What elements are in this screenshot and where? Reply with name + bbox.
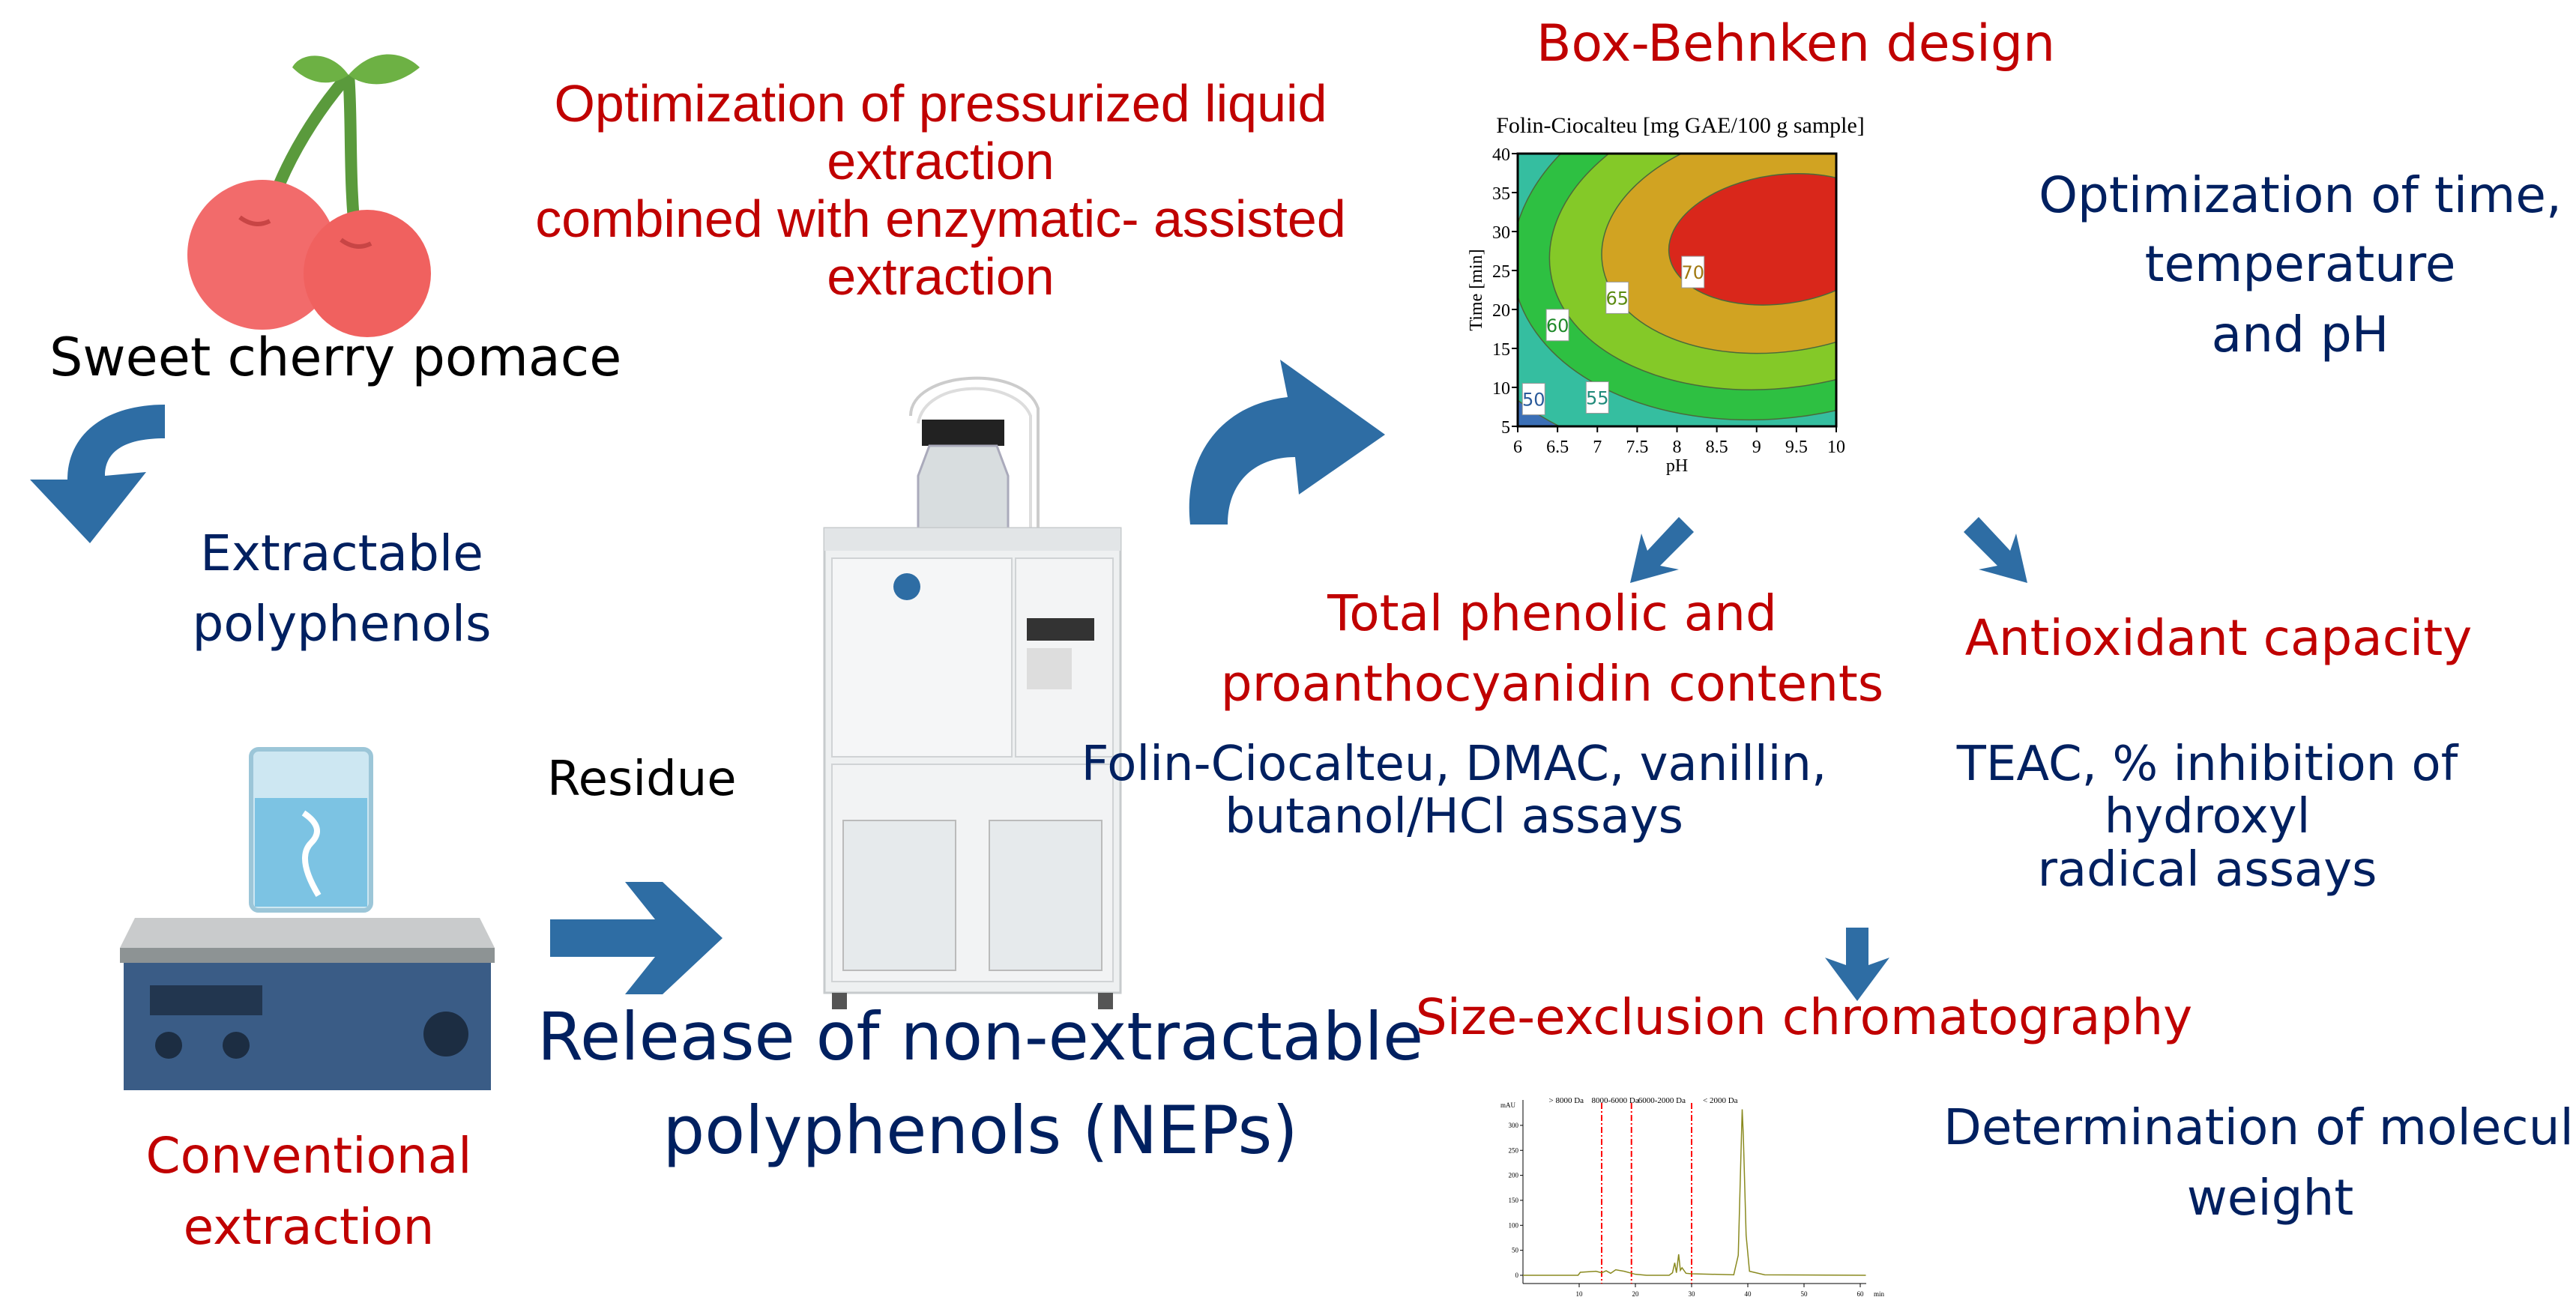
assays-antioxidant-label-1: TEAC, % inhibition of hydroxyl bbox=[1956, 737, 2458, 845]
contour-fill bbox=[1518, 154, 1836, 426]
opt-time-label-1: Optimization of time, bbox=[2039, 166, 2562, 224]
x-tick-label: 30 bbox=[1689, 1290, 1696, 1298]
contour-label: 50 bbox=[1522, 390, 1545, 411]
contour-label: 60 bbox=[1546, 315, 1569, 336]
contour-label-box bbox=[1605, 281, 1629, 314]
opt-time-label-2: temperature bbox=[2144, 235, 2456, 293]
x-tick-label: 20 bbox=[1632, 1290, 1640, 1298]
y-tick-label: 30 bbox=[1492, 223, 1510, 243]
magnetic-stirrer-illustration bbox=[120, 747, 495, 1090]
extractable-label-2: polyphenols bbox=[192, 595, 492, 653]
contour-label-box bbox=[1585, 381, 1609, 414]
y-tick-label: 200 bbox=[1509, 1172, 1519, 1179]
y-tick-label: 10 bbox=[1492, 379, 1510, 399]
contour-level bbox=[1668, 172, 1836, 306]
y-tick-label: 40 bbox=[1492, 145, 1510, 165]
x-tick-label: 7 bbox=[1593, 438, 1602, 457]
y-tick-label: 100 bbox=[1509, 1221, 1519, 1229]
optimization-ple-heading: Optimization of pressurized liquid extra… bbox=[457, 75, 1424, 306]
region-label: 8000-6000 Da bbox=[1592, 1096, 1639, 1105]
x-tick-label: 60 bbox=[1857, 1290, 1865, 1298]
sec-label: Size-exclusion chromatography bbox=[1415, 988, 2193, 1046]
x-tick-label: 8.5 bbox=[1706, 438, 1728, 457]
assays-antioxidant-label-2: radical assays bbox=[2037, 841, 2377, 898]
y-tick-label: 15 bbox=[1492, 340, 1510, 360]
box-behnken-label: Box-Behnken design bbox=[1536, 14, 2056, 73]
release-label-1: Release of non-extractable bbox=[537, 998, 1424, 1075]
total-phenolic-label-2: proanthocyanidin contents bbox=[1220, 655, 1884, 713]
region-label: > 8000 Da bbox=[1549, 1096, 1584, 1105]
x-tick-label: 10 bbox=[1827, 438, 1845, 457]
cherry-illustration bbox=[187, 54, 431, 337]
arrow-right-icon bbox=[550, 882, 723, 994]
opt-time-label-3: and pH bbox=[2211, 306, 2389, 363]
y-axis-label: mAU bbox=[1500, 1101, 1516, 1109]
y-tick-label: 150 bbox=[1509, 1197, 1519, 1204]
x-axis-label: pH bbox=[1666, 456, 1688, 476]
x-tick-label: 7.5 bbox=[1626, 438, 1648, 457]
region-label: < 2000 Da bbox=[1703, 1096, 1738, 1105]
antioxidant-label: Antioxidant capacity bbox=[1964, 609, 2473, 667]
chromatogram: 0 50 100 150 200 250 300 10 20 30 40 50 60 mAU min > 80… bbox=[1500, 1096, 1885, 1298]
y-tick-label: 50 bbox=[1512, 1247, 1519, 1254]
contour-plot: 50 55 60 65 70 6 6.5 7 7.5 8 8.5 9 9.5 10 5 10 15 20 25 30 3… bbox=[1467, 145, 1845, 476]
mw-label-2: weight bbox=[2186, 1169, 2354, 1227]
accelerated-solvent-extractor-illustration bbox=[823, 376, 1122, 1009]
region-label: 6000-2000 Da bbox=[1638, 1096, 1686, 1105]
x-tick-label: 6 bbox=[1513, 438, 1522, 457]
optimization-ple-label-1: Optimization of pressurized liquid extra… bbox=[554, 74, 1327, 190]
contour-label: 55 bbox=[1586, 388, 1609, 409]
assays-phenolic-label-2: butanol/HCl assays bbox=[1225, 789, 1683, 845]
extractable-label-1: Extractable bbox=[200, 525, 483, 582]
y-tick-label: 35 bbox=[1492, 184, 1510, 204]
contour-chart-title: Folin-Ciocalteu [mg GAE/100 g sample] bbox=[1496, 113, 1865, 138]
release-label-2: polyphenols (NEPs) bbox=[663, 1092, 1298, 1169]
residue-label: Residue bbox=[547, 752, 737, 807]
x-tick-label: 8 bbox=[1673, 438, 1682, 457]
y-axis-label: Time [min] bbox=[1467, 249, 1486, 330]
chromatogram-trace bbox=[1523, 1109, 1866, 1276]
optimization-ple-label-2: combined with enzymatic- assisted extrac… bbox=[535, 190, 1346, 306]
x-tick-label: 50 bbox=[1801, 1290, 1809, 1298]
assays-phenolic-block: Folin-Ciocalteu, DMAC, vanillin, butanol… bbox=[1079, 738, 1829, 844]
y-tick-label: 5 bbox=[1501, 418, 1510, 438]
curved-arrow-down-icon bbox=[30, 405, 165, 543]
x-tick-label: 9 bbox=[1752, 438, 1761, 457]
contour-label-box bbox=[1521, 383, 1545, 416]
mw-label-1: Determination of molecula bbox=[1943, 1098, 2576, 1156]
y-tick-label: 0 bbox=[1515, 1272, 1519, 1279]
contour-label-box bbox=[1545, 309, 1569, 342]
arrow-down-left-icon bbox=[1630, 517, 1694, 583]
contour-label: 70 bbox=[1681, 262, 1704, 283]
x-tick-label: 10 bbox=[1576, 1290, 1584, 1298]
x-tick-label: 6.5 bbox=[1546, 438, 1569, 457]
conventional-label-2: extraction bbox=[183, 1198, 435, 1256]
curved-arrow-up-right-icon bbox=[1189, 360, 1385, 525]
arrow-down-icon bbox=[1825, 928, 1889, 1001]
x-tick-label: 9.5 bbox=[1785, 438, 1808, 457]
assays-antioxidant-block: TEAC, % inhibition of hydroxyl radical a… bbox=[1851, 738, 2563, 896]
arrow-down-right-icon bbox=[1964, 517, 2027, 583]
assays-phenolic-label-1: Folin-Ciocalteu, DMAC, vanillin, bbox=[1081, 737, 1827, 792]
y-tick-label: 250 bbox=[1509, 1146, 1519, 1154]
total-phenolic-label-1: Total phenolic and bbox=[1327, 584, 1777, 642]
contour-label-box bbox=[1681, 256, 1705, 288]
y-tick-label: 25 bbox=[1492, 262, 1510, 282]
contour-label: 65 bbox=[1606, 288, 1629, 309]
x-tick-label: 40 bbox=[1745, 1290, 1752, 1298]
y-tick-label: 300 bbox=[1509, 1122, 1519, 1129]
sweet-cherry-label: Sweet cherry pomace bbox=[49, 327, 622, 388]
x-axis-label: min bbox=[1874, 1290, 1885, 1298]
conventional-label-1: Conventional bbox=[145, 1127, 472, 1185]
y-tick-label: 20 bbox=[1492, 301, 1510, 321]
